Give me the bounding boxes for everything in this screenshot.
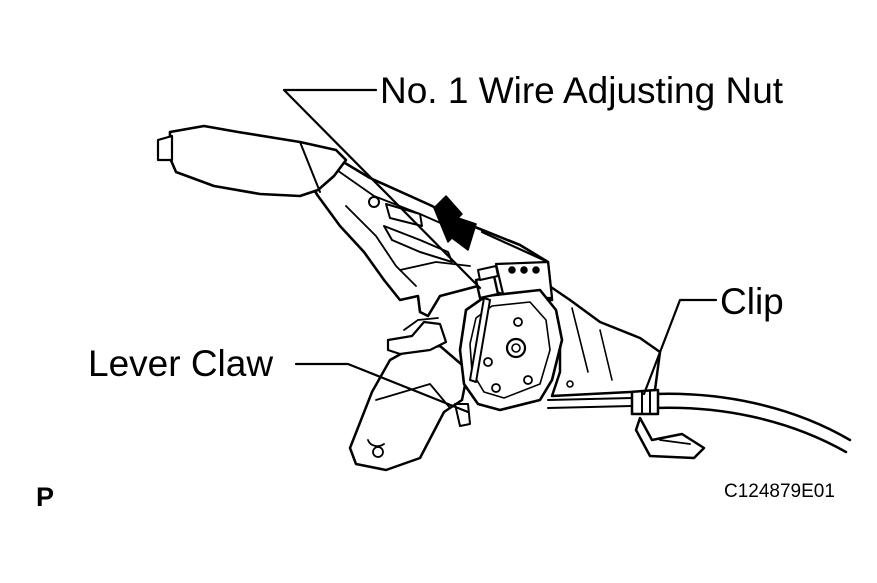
lever-tab [386, 317, 448, 356]
callout-leaders [282, 88, 718, 414]
lever-claw-part [348, 344, 471, 472]
adjusting-nut-part [469, 265, 500, 383]
lever-grip [156, 124, 348, 198]
figure-code: C124879E01 [724, 481, 835, 502]
brake-cable [547, 388, 852, 454]
callout-lever-claw: Lever Claw [88, 343, 274, 384]
callout-adjusting-nut: No. 1 Wire Adjusting Nut [380, 70, 784, 111]
cable-bracket [634, 416, 706, 460]
callout-clip: Clip [720, 281, 784, 322]
lever-arm [302, 148, 554, 318]
push-direction-arrow [433, 195, 477, 251]
view-marker: P [36, 482, 55, 512]
